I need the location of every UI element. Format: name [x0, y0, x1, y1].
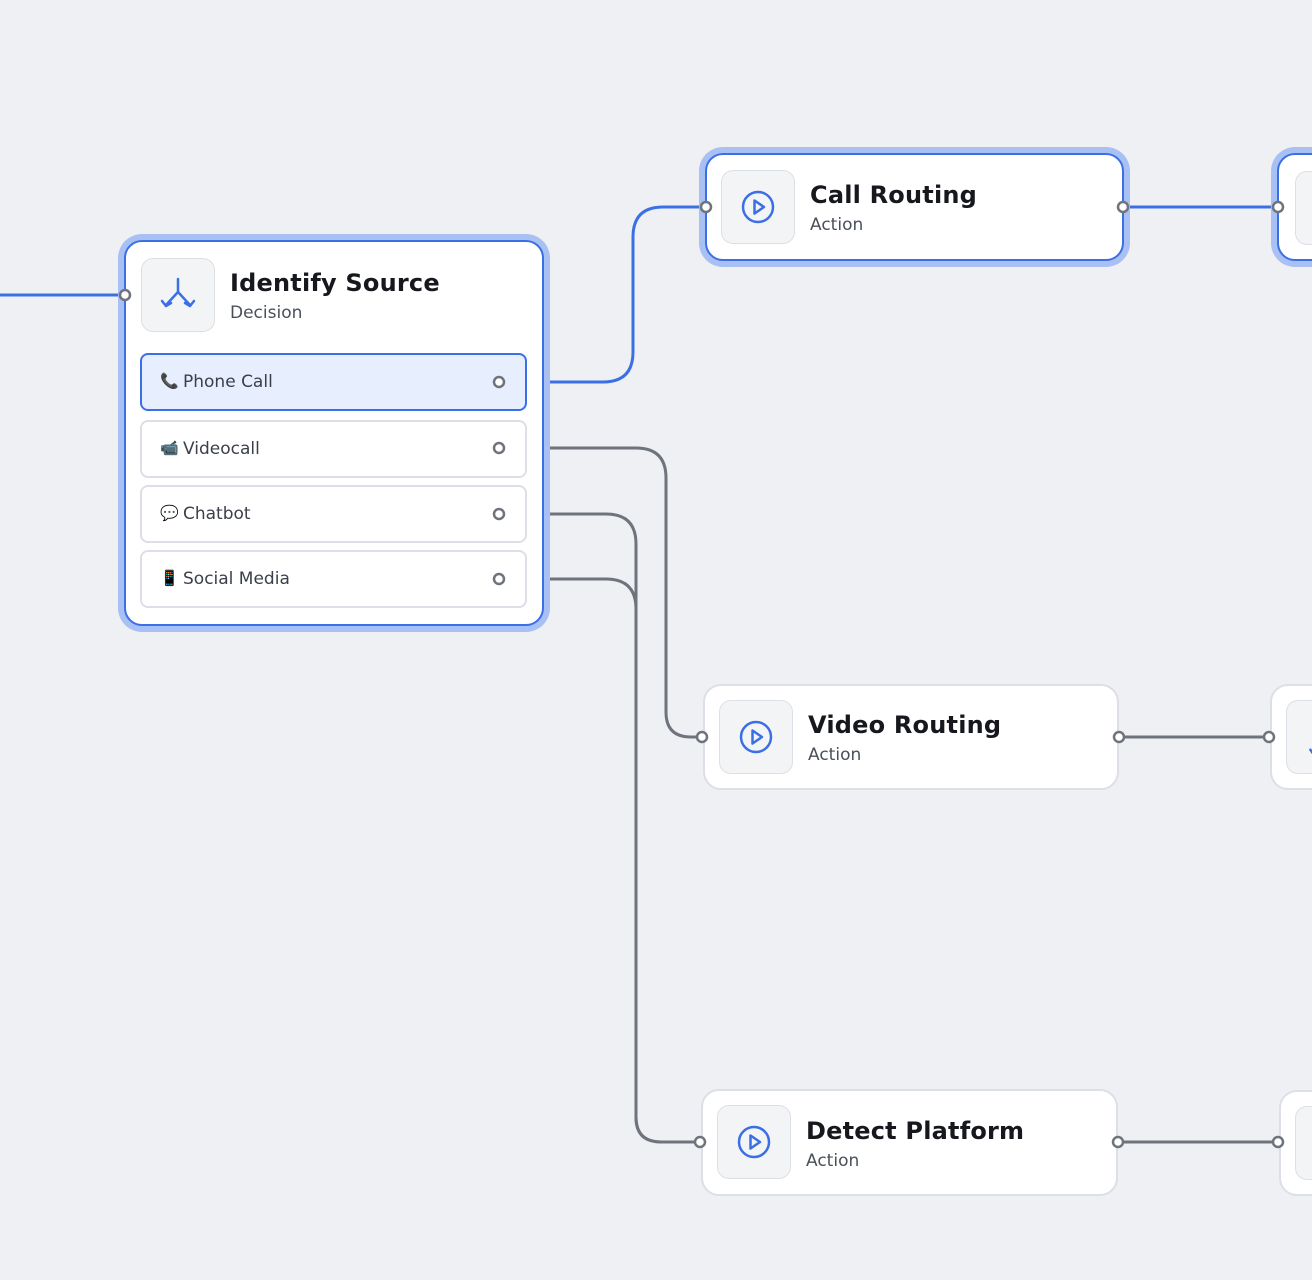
node-title: Identify Source [230, 269, 440, 297]
next-node-after-detect-platform[interactable] [1279, 1090, 1312, 1196]
next-node-after-call-routing[interactable] [1277, 153, 1312, 261]
node-type: Action [810, 215, 864, 235]
option-label: Social Media [183, 569, 290, 589]
video-routing-icon-box [719, 700, 793, 774]
edge-videocall-to-video-routing [499, 446, 702, 739]
node-type: Action [806, 1151, 860, 1171]
node-type: Action [808, 745, 862, 765]
node-title: Detect Platform [806, 1117, 1025, 1145]
mobile-phone-icon: 📱 [160, 569, 179, 587]
node-title: Video Routing [808, 711, 1002, 739]
partial-icon [1309, 748, 1312, 755]
option-chatbot[interactable]: 💬 Chatbot [140, 485, 527, 543]
identify-source-icon-box [141, 258, 215, 332]
video-routing-node[interactable]: Video Routing Action [703, 684, 1119, 790]
identify-source-node[interactable]: Identify Source Decision 📞 Phone Call 📹 … [124, 240, 544, 626]
next-node-icon-box [1286, 700, 1312, 774]
node-type: Decision [230, 303, 303, 323]
option-label: Chatbot [183, 504, 251, 524]
speech-bubble-icon: 💬 [160, 504, 179, 522]
video-camera-icon: 📹 [160, 439, 179, 457]
next-node-icon-box [1295, 1106, 1312, 1180]
detect-platform-node[interactable]: Detect Platform Action [701, 1089, 1118, 1196]
option-label: Videocall [183, 439, 260, 459]
call-routing-node[interactable]: Call Routing Action [705, 153, 1124, 261]
branch-split-icon [160, 277, 196, 308]
option-phone-call[interactable]: 📞 Phone Call [140, 353, 527, 411]
call-routing-icon-box [721, 170, 795, 244]
next-node-after-video-routing[interactable] [1270, 684, 1312, 790]
play-circle-icon [741, 190, 775, 224]
option-social-media[interactable]: 📱 Social Media [140, 550, 527, 608]
option-videocall[interactable]: 📹 Videocall [140, 420, 527, 478]
detect-platform-icon-box [717, 1105, 791, 1179]
node-title: Call Routing [810, 181, 978, 209]
option-label: Phone Call [183, 372, 273, 392]
next-node-icon-box [1295, 171, 1312, 245]
edge-social-media-to-detect-platform [499, 577, 700, 1144]
play-circle-icon [737, 1125, 771, 1159]
edge-phone-call-to-call-routing [499, 205, 706, 384]
play-circle-icon [739, 720, 773, 754]
phone-icon: 📞 [160, 372, 179, 390]
